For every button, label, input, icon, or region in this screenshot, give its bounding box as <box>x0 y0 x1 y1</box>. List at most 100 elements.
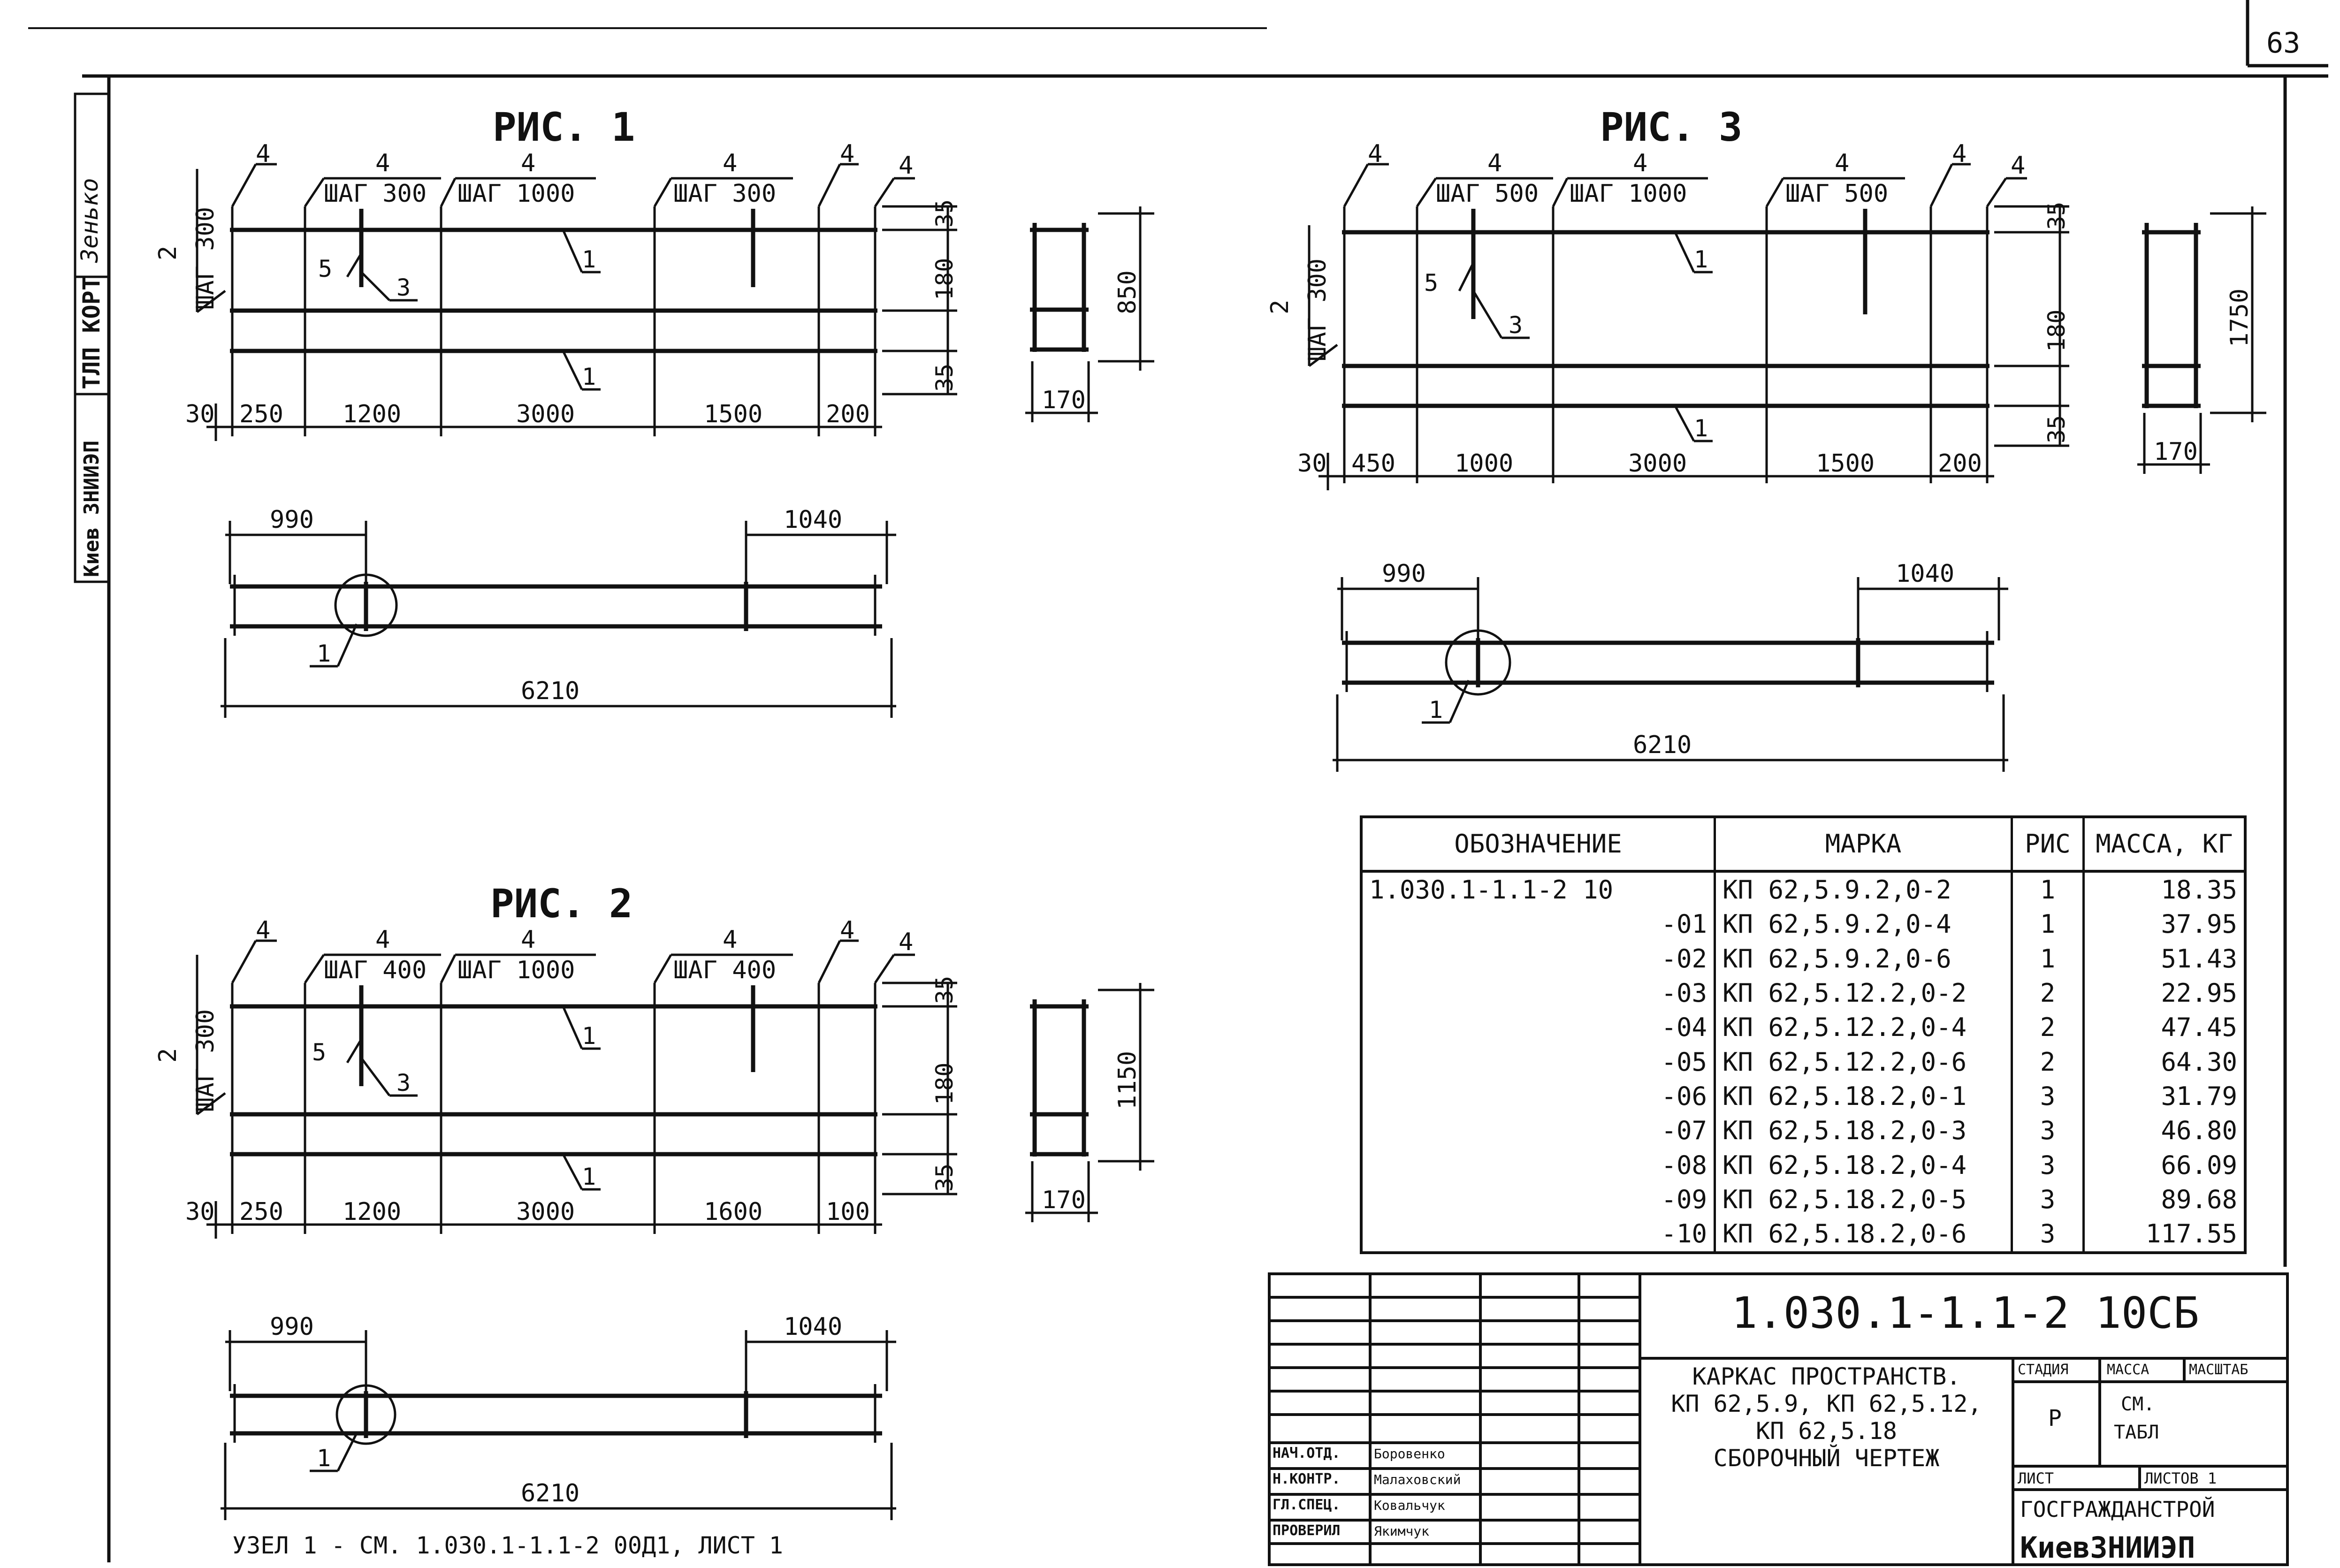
callout: 1 <box>582 363 596 390</box>
figure-title: РИС. 3 <box>1600 104 1742 150</box>
title-block-frame <box>1268 1272 2289 1566</box>
spec-mark: КП 62,5.12.2,0-4 <box>1714 1010 2012 1045</box>
corner-page-number: 63 <box>2266 27 2300 60</box>
right-dim: 35 <box>931 199 958 228</box>
callout: 5 <box>1424 269 1438 297</box>
bottom-dim: 200 <box>826 400 870 428</box>
right-dim: 35 <box>931 1164 958 1192</box>
drawing-code: 1.030.1-1.1-2 10СБ <box>1731 1288 2199 1338</box>
side-stamp-dept: ТЛП КОРТ <box>78 276 105 389</box>
spec-header-row: ОБОЗНАЧЕНИЕ МАРКА РИС МАССА, КГ <box>1363 818 2244 873</box>
bottom-dim: 1200 <box>343 1198 401 1226</box>
top-mark: 4 <box>1633 149 1647 177</box>
header-figure: РИС <box>2011 818 2084 873</box>
title-line: СБОРОЧНЫЙ ЧЕРТЕЖ <box>1713 1445 1940 1472</box>
organization: ГОСГРАЖДАНСТРОЙ <box>2020 1497 2215 1522</box>
spec-mark: КП 62,5.12.2,0-6 <box>1714 1044 2012 1080</box>
title-line: КАРКАС ПРОСТРАНСТВ. <box>1692 1363 1961 1390</box>
plan-left: 990 <box>270 506 314 534</box>
callout: 1 <box>1694 415 1708 442</box>
spec-mark: КП 62,5.9.2,0-4 <box>1714 907 2012 942</box>
bottom-dim: 200 <box>1938 449 1982 478</box>
bottom-dim: 3000 <box>516 400 575 428</box>
specification-table: ОБОЗНАЧЕНИЕ МАРКА РИС МАССА, КГ 1.030.1-… <box>1360 815 2247 1254</box>
spec-mass: 89.68 <box>2082 1182 2244 1217</box>
spec-designation: -04 <box>1661 1012 1707 1043</box>
plan-callout: 1 <box>317 1445 331 1472</box>
sheets-label: ЛИСТОВ 1 <box>2144 1469 2217 1487</box>
top-mark: 4 <box>256 140 270 168</box>
step-label: ШАГ 300 <box>324 180 427 208</box>
right-dim: 35 <box>2043 415 2070 443</box>
callout: 3 <box>396 1069 411 1096</box>
spec-mark: КП 62,5.12.2,0-2 <box>1714 976 2012 1011</box>
name-checked: Якимчук <box>1374 1523 1430 1539</box>
top-mark: 4 <box>840 916 854 944</box>
mass-value-2: ТАБЛ <box>2114 1422 2159 1443</box>
spec-mark: КП 62,5.18.2,0-3 <box>1714 1113 2012 1148</box>
spec-designation: -10 <box>1661 1219 1707 1249</box>
side-stamp: Киев ЗНИИЭП ТЛП КОРТ Зенько <box>74 92 110 583</box>
spec-designation: -08 <box>1661 1150 1707 1180</box>
left-step: ШАГ 300 <box>191 1009 220 1112</box>
role-checked: ПРОВЕРИЛ <box>1273 1522 1341 1539</box>
spec-mark: КП 62,5.18.2,0-4 <box>1714 1148 2012 1183</box>
plan-right: 1040 <box>784 1313 842 1341</box>
scale-label: МАСШТАБ <box>2189 1362 2249 1378</box>
left-step: ШАГ 300 <box>191 207 220 310</box>
stage-label: СТАДИЯ <box>2018 1362 2069 1378</box>
plan-callout: 1 <box>1429 696 1443 723</box>
top-mark: 4 <box>899 928 913 956</box>
mass-label: МАССА <box>2107 1362 2149 1378</box>
spec-figure: 1 <box>2011 871 2084 907</box>
spec-designation: -02 <box>1661 944 1707 974</box>
drawing-title: КАРКАС ПРОСТРАНСТВ. КП 62,5.9, КП 62,5.1… <box>1642 1363 2011 1472</box>
spec-figure: 3 <box>2011 1079 2084 1114</box>
top-mark: 4 <box>1487 149 1502 177</box>
right-dim: 35 <box>2043 202 2070 230</box>
spec-designation: -01 <box>1661 909 1707 939</box>
spec-mark: КП 62,5.18.2,0-5 <box>1714 1182 2012 1217</box>
top-mark: 4 <box>840 140 854 168</box>
spec-mass: 22.95 <box>2082 976 2244 1011</box>
spec-table-grid: ОБОЗНАЧЕНИЕ МАРКА РИС МАССА, КГ 1.030.1-… <box>1363 818 2244 1251</box>
sheet-label: ЛИСТ <box>2018 1469 2054 1487</box>
step-label: ШАГ 500 <box>1436 180 1539 208</box>
right-dim: 180 <box>2043 310 2070 352</box>
spec-figure: 2 <box>2011 1010 2084 1045</box>
spec-mark: КП 62,5.9.2,0-6 <box>1714 941 2012 976</box>
left-count: 2 <box>1266 300 1294 314</box>
right-dim: 180 <box>931 1063 958 1105</box>
spec-figure: 3 <box>2011 1113 2084 1148</box>
role-chief-spec: ГЛ.СПЕЦ. <box>1273 1497 1341 1513</box>
callout: 3 <box>396 274 411 301</box>
spec-mark: КП 62,5.18.2,0-6 <box>1714 1217 2012 1251</box>
bottom-dim: 1600 <box>704 1198 762 1226</box>
step-label: ШАГ 1000 <box>1570 180 1687 208</box>
plan-left: 990 <box>1382 560 1426 588</box>
name-norm-control: Малаховский <box>1374 1472 1461 1487</box>
bottom-dim: 3000 <box>516 1198 575 1226</box>
callout: 1 <box>582 1163 596 1190</box>
section-width: 170 <box>2154 438 2198 466</box>
right-dim: 180 <box>931 258 958 300</box>
top-mark: 4 <box>899 152 913 180</box>
figure-title: РИС. 2 <box>490 881 633 927</box>
figure-3: РИС. 3 <box>1266 104 2266 772</box>
top-mark: 4 <box>1952 140 1967 168</box>
spec-designation: -06 <box>1661 1081 1707 1111</box>
step-label: ШАГ 500 <box>1785 180 1888 208</box>
spec-mass: 18.35 <box>2082 871 2244 907</box>
step-label: ШАГ 300 <box>673 180 776 208</box>
section-width: 170 <box>1042 386 1086 414</box>
right-dim: 35 <box>931 976 958 1004</box>
spec-mass: 64.30 <box>2082 1044 2244 1080</box>
stage-value: Р <box>2048 1405 2062 1431</box>
top-mark: 4 <box>521 149 535 177</box>
